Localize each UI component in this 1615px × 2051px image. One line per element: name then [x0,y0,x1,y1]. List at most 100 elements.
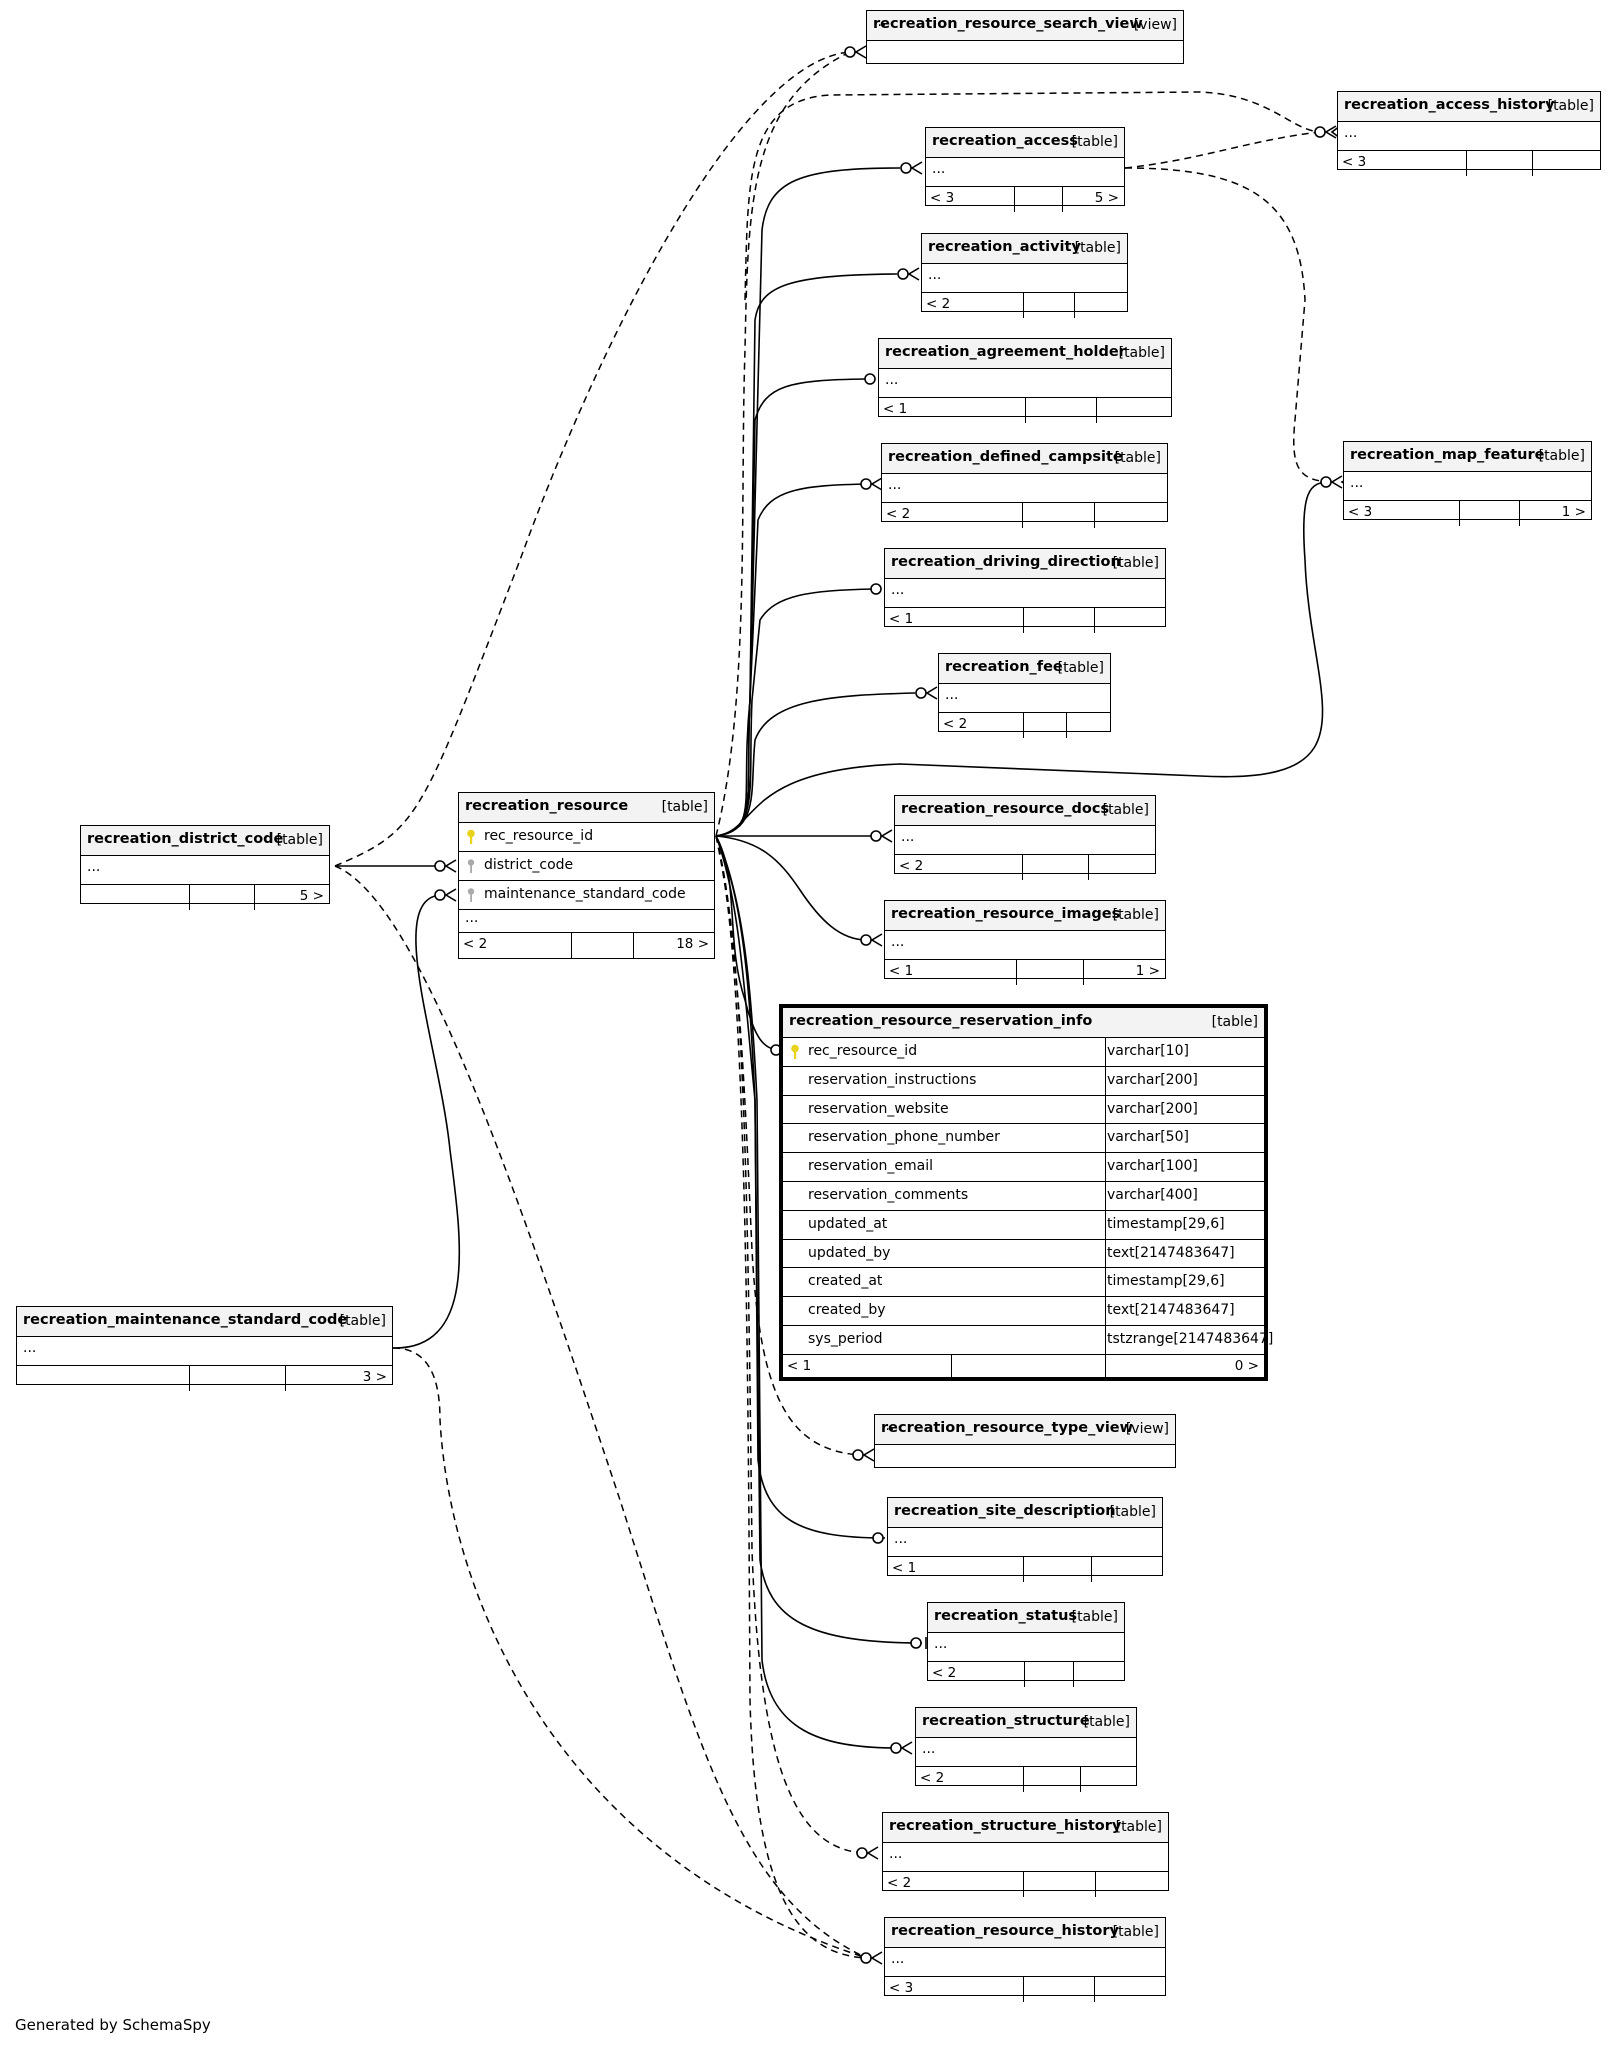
table-recreation-driving-direction[interactable]: recreation_driving_direction[table] ... … [884,548,1166,633]
table-recreation-activity[interactable]: recreation_activity[table] ... < 2 [921,233,1128,318]
table-recreation-maintenance-standard-code[interactable]: recreation_maintenance_standard_code[tab… [16,1306,393,1391]
table-recreation-agreement-holder[interactable]: recreation_agreement_holder[table] ... <… [878,338,1172,423]
parent-count: < 3 [1348,504,1373,520]
table-footer: < 2 [939,713,1110,738]
column-type: varchar[50] [1107,1129,1189,1146]
table-recreation-site-description[interactable]: recreation_site_description[table] ... <… [887,1497,1163,1582]
parent-count: < 1 [892,1560,917,1576]
ellipsis-row: ... [81,856,329,885]
ellipsis-row: ... [885,579,1165,608]
table-footer: < 3 [1338,151,1600,176]
table-name: recreation_defined_campsite [888,449,1123,465]
table-type: [table] [1057,660,1104,676]
table-name: recreation_resource_images [891,906,1121,922]
table-header: recreation_map_feature[table] [1344,442,1591,472]
table-header: recreation_resource[table] [459,793,714,823]
table-recreation-fee[interactable]: recreation_fee[table] ... < 2 [938,653,1111,738]
table-recreation-resource-images[interactable]: recreation_resource_images[table] ... < … [884,900,1166,985]
rel-access-map [1124,167,1331,483]
marker-site [872,1532,884,1544]
parent-count: < 1 [787,1357,812,1374]
parent-count: < 3 [1342,154,1367,170]
marker-maintenance [434,889,446,901]
column-name: rec_resource_id [484,828,594,844]
column-divider [1105,1210,1106,1239]
parent-count: < 2 [932,1665,957,1681]
column-name: sys_period [808,1330,883,1347]
column-divider [1105,1181,1106,1210]
table-name: recreation_site_description [894,1503,1116,1519]
rel-access [715,167,901,837]
table-name: recreation_resource [465,798,629,814]
table-recreation-structure-history[interactable]: recreation_structure_history[table] ... … [882,1812,1169,1897]
column-name: created_at [808,1273,883,1290]
table-name: recreation_activity [928,239,1081,255]
column-divider [1105,1268,1106,1297]
table-recreation-resource[interactable]: recreation_resource[table] rec_resource_… [458,792,715,959]
table-recreation-structure[interactable]: recreation_structure[table] ... < 2 [915,1707,1137,1792]
column-divider [1105,1297,1106,1325]
parent-count: < 2 [920,1770,945,1786]
table-type: [table] [1071,1609,1118,1625]
table-recreation-resource-type-view[interactable]: recreation_resource_type_view[view] ... [874,1414,1176,1468]
table-recreation-access-history[interactable]: recreation_access_history[table] ... < 3 [1337,91,1601,176]
table-recreation-resource-reservation-info[interactable]: recreation_resource_reservation_info[tab… [779,1004,1273,1381]
primary-key-icon [467,829,475,844]
column-row[interactable]: reservation_phone_number varchar[50] [783,1124,1264,1154]
table-type: [table] [1109,1504,1156,1520]
column-row[interactable]: maintenance_standard_code [459,881,714,910]
table-header: recreation_status[table] [928,1603,1124,1633]
child-count: 1 > [1561,504,1586,520]
marker-activity [897,268,909,280]
marker-fee [915,687,927,699]
ellipsis-row: ... [882,474,1167,503]
table-recreation-defined-campsite[interactable]: recreation_defined_campsite[table] ... <… [881,443,1168,528]
column-row[interactable]: district_code [459,852,714,881]
table-header: recreation_defined_campsite[table] [882,444,1167,474]
table-name: recreation_maintenance_standard_code [23,1312,348,1328]
table-header: recreation_structure[table] [916,1708,1136,1738]
table-recreation-resource-history[interactable]: recreation_resource_history[table] ... <… [884,1917,1166,2002]
rel-driving-direction [715,588,876,837]
rel-search-view [334,51,851,867]
table-name: recreation_status [934,1608,1078,1624]
column-type: varchar[400] [1107,1186,1198,1203]
column-row[interactable]: rec_resource_id [459,823,714,852]
parent-count: < 2 [886,506,911,522]
table-name: recreation_district_code [87,831,284,847]
parent-count: < 1 [889,963,914,979]
column-name: reservation_phone_number [808,1129,1000,1146]
column-type: varchar[100] [1107,1158,1198,1175]
table-recreation-resource-docs[interactable]: recreation_resource_docs[table] ... < 2 [894,795,1156,880]
table-header: recreation_access[table] [926,128,1124,158]
table-name: recreation_resource_reservation_info [789,1013,1093,1029]
table-name: recreation_agreement_holder [885,344,1126,360]
table-name: recreation_driving_direction [891,554,1121,570]
ellipsis-row: ... [459,910,714,933]
parent-count: < 2 [943,716,968,732]
table-footer: < 2 [883,1872,1168,1897]
table-type: [table] [1074,240,1121,256]
table-name: recreation_map_feature [1350,447,1545,463]
table-recreation-resource-search-view[interactable]: recreation_resource_search_view[view] ..… [866,10,1184,64]
child-count: 5 > [299,888,324,904]
ellipsis-row: ... [881,1418,895,1434]
table-recreation-district-code[interactable]: recreation_district_code[table] ... 5 > [80,825,330,910]
parent-count: < 3 [889,1980,914,1996]
table-header: recreation_resource_search_view[view] [867,11,1183,41]
table-recreation-status[interactable]: recreation_status[table] ... < 2 [927,1602,1125,1687]
table-name: recreation_structure_history [889,1818,1122,1834]
ellipsis-row: ... [922,264,1127,293]
